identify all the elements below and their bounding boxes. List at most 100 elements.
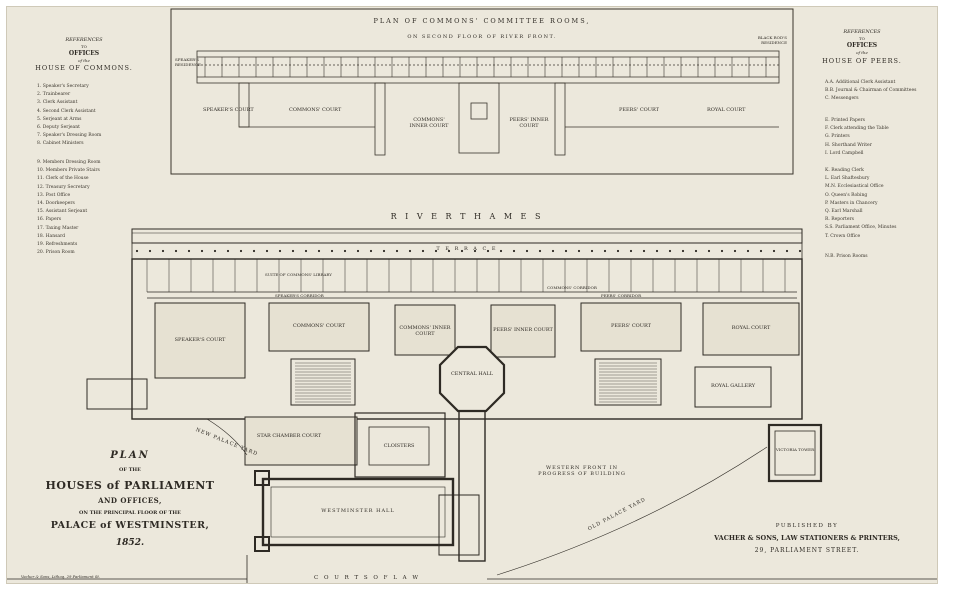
peers-ref-item: O. Queen's Robing [825,192,868,198]
commons-refs-heading-5: HOUSE OF COMMONS. [35,64,133,72]
peers-ref-item: N.B. Prison Rooms [825,254,868,259]
western-front-label: WESTERN FRONT IN PROGRESS OF BUILDING [538,465,626,477]
terrace-pier [720,249,724,253]
terrace-label: T E R R A C E [436,246,498,252]
terrace-pier [707,249,711,253]
peers-ref-item: R. Reporters [825,217,854,223]
room-peers-court: PEERS' COURT [611,323,651,329]
peers-ref-item: T. Crown Office [825,233,861,239]
terrace-pier [408,249,412,253]
commons-ref-item: 6. Deputy Serjeant [37,125,80,131]
peers-ref-item: I. Lord Campbell [825,150,864,156]
room-commons-corridor: COMMONS' CORRIDOR [547,285,597,290]
peers-ref-item: K. Reading Clerk [825,168,864,173]
title-line-1: PLAN [110,450,150,461]
terrace-pier [616,249,620,253]
commons-refs-heading-4: of the [78,58,90,63]
commons-refs-heading-3: OFFICES [68,50,100,57]
plan-drawing [7,8,937,583]
terrace-pier [278,249,282,253]
peers-ref-item: E. Printed Papers [825,118,865,123]
room-speakers-corridor: SPEAKER'S CORRIDOR [275,293,324,298]
commons-ref-item: 19. Refreshments [37,242,78,248]
upper-plan-rooms [204,57,767,77]
commons-ref-item: 10. Members Private Stairs [37,168,100,174]
terrace-pier [733,249,737,253]
upper-plan-range [196,50,780,84]
terrace-pier [655,249,659,253]
publisher-line-3: 29, PARLIAMENT STREET. [754,547,860,554]
upper-label-black-rods-residence: BLACK ROD'S RESIDENCE [757,35,787,45]
title-line-4: AND OFFICES, [98,496,162,505]
upper-inset-frame [170,8,794,175]
upper-plan-wings [238,82,779,156]
room-central-hall: CENTRAL HALL [450,371,494,377]
room-peers-corridor: PEERS' CORRIDOR [601,293,642,298]
commons-ref-item: 3. Clerk Assistant [37,100,78,106]
terrace-pier [694,249,698,253]
terrace-pier [213,249,217,253]
room-suite: SUITE OF COMMONS' LIBRARY [265,272,332,277]
peers-refs-list-b: E. Printed Papers F. Clerk attending the … [825,117,889,158]
terrace-pier [395,249,399,253]
terrace-pier [343,249,347,253]
terrace-pier [772,249,776,253]
terrace-pier [330,249,334,253]
upper-label-peers-court: PEERS' COURT [619,107,659,113]
terrace-pier [668,249,672,253]
terrace-pier [564,249,568,253]
peers-ref-item: A.A. Additional Clerk Assistant [825,80,896,85]
peers-refs-heading-3: OFFICES [846,42,878,49]
commons-ref-item: 2. Trainbearer [37,92,71,98]
terrace-pier [577,249,581,253]
terrace-pier [642,249,646,253]
peers-ref-item: M.N. Ecclesiastical Office [825,184,884,190]
peers-ref-item: C. Messengers [825,96,859,102]
terrace-pier [499,249,503,253]
peers-ref-item: P. Masters in Chancery [825,200,878,206]
room-star-chamber-court: STAR CHAMBER COURT [256,433,322,439]
river-thames-label: R I V E R T H A M E S [390,212,544,221]
peers-ref-item: H. Shorthand Writer [825,142,872,148]
room-westminster-hall: WESTMINSTER HALL [321,508,395,514]
terrace-pier [759,249,763,253]
title-line-5: ON THE PRINCIPAL FLOOR OF THE [79,510,181,516]
terrace-pier [317,249,321,253]
terrace-pier [538,249,542,253]
peers-ref-item: F. Clerk attending the Table [825,126,889,132]
terrace-pier [369,249,373,253]
commons-ref-item: 1. Speaker's Secretary [37,84,89,89]
title-line-2: OF THE [119,467,141,473]
terrace-pier [304,249,308,253]
commons-refs-heading-2: TO [81,44,87,49]
upper-label-speakers-residence: SPEAKER'S RESIDENCE [175,57,201,67]
peers-refs-heading-5: HOUSE OF PEERS. [822,57,902,65]
terrace-pier [525,249,529,253]
peers-ref-item: S.S. Parliament Office, Minutes [825,225,897,231]
publisher-line-2: VACHER & SONS, LAW STATIONERS & PRINTERS… [714,534,900,542]
terrace-pier [512,249,516,253]
terrace-pier [356,249,360,253]
upper-plan-title: PLAN OF COMMONS' COMMITTEE ROOMS, [373,17,591,25]
terrace-pier [798,249,802,253]
upper-plan-subtitle: ON SECOND FLOOR OF RIVER FRONT. [407,34,557,40]
commons-ref-item: 16. Papers [37,217,62,223]
upper-label-peers-inner: PEERS' INNER COURT [509,117,549,129]
peers-refs-heading-1: REFERENCES [843,29,881,35]
commons-ref-item: 4. Second Clerk Assistant [37,108,96,114]
commons-ref-item: 18. Hansard [37,233,66,239]
map-sheet: REFERENCES TO OFFICES of the HOUSE OF CO… [6,6,938,584]
room-royal-gallery: ROYAL GALLERY [710,383,756,389]
peers-refs-list-d: N.B. Prison Rooms [825,253,868,261]
title-line-7: 1852. [115,538,145,548]
terrace-pier [265,249,269,253]
terrace-pier [148,249,152,253]
commons-ref-item: 7. Speaker's Dressing Room [37,133,102,139]
commons-ref-item: 8. Cabinet Ministers [37,141,84,147]
terrace-pier [187,249,191,253]
engraver-credit: Vacher & Sons, Lithog. 29 Parliament St. [21,574,101,579]
terrace-pier [239,249,243,253]
peers-ref-item: G. Printers [825,134,850,140]
